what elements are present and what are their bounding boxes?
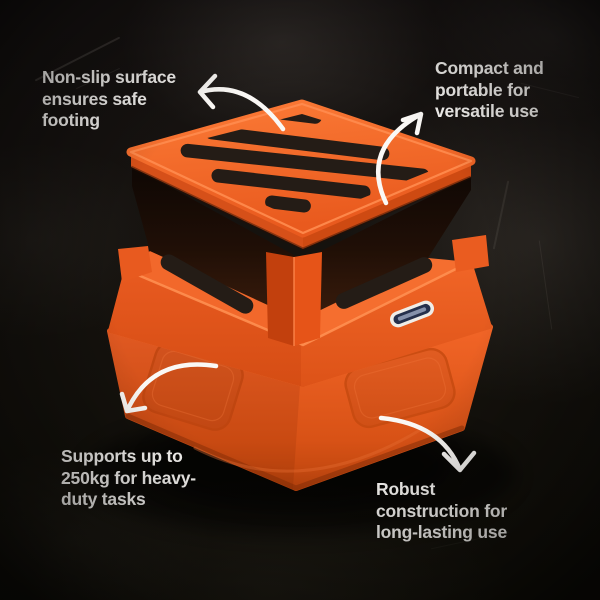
callout-text-line: long-lasting use — [376, 522, 507, 542]
callout-text-line: Compact and — [435, 58, 544, 78]
leg-right — [452, 235, 489, 272]
callout-compact-portable: Compact and portable for versatile use — [435, 58, 544, 123]
callout-text-line: 250kg for heavy- — [61, 467, 196, 488]
callout-text-line: construction for — [376, 500, 507, 521]
callout-text-line: portable for — [435, 79, 530, 100]
callout-robust-construction: Robust construction for long-lasting use — [376, 479, 507, 544]
callout-supports-250kg: Supports up to 250kg for heavy- duty tas… — [61, 446, 196, 511]
leg-front — [266, 252, 322, 346]
callout-text-line: Robust — [376, 479, 436, 499]
callout-text-line: ensures safe — [42, 88, 147, 109]
callout-text-line: footing — [42, 110, 100, 130]
callout-nonslip-surface: Non-slip surface ensures safe footing — [42, 67, 176, 132]
callout-text-line: Supports up to — [61, 446, 183, 466]
callout-text-line: versatile use — [435, 101, 539, 121]
callout-text-line: Non-slip surface — [42, 67, 176, 87]
callout-text-line: duty tasks — [61, 489, 146, 509]
